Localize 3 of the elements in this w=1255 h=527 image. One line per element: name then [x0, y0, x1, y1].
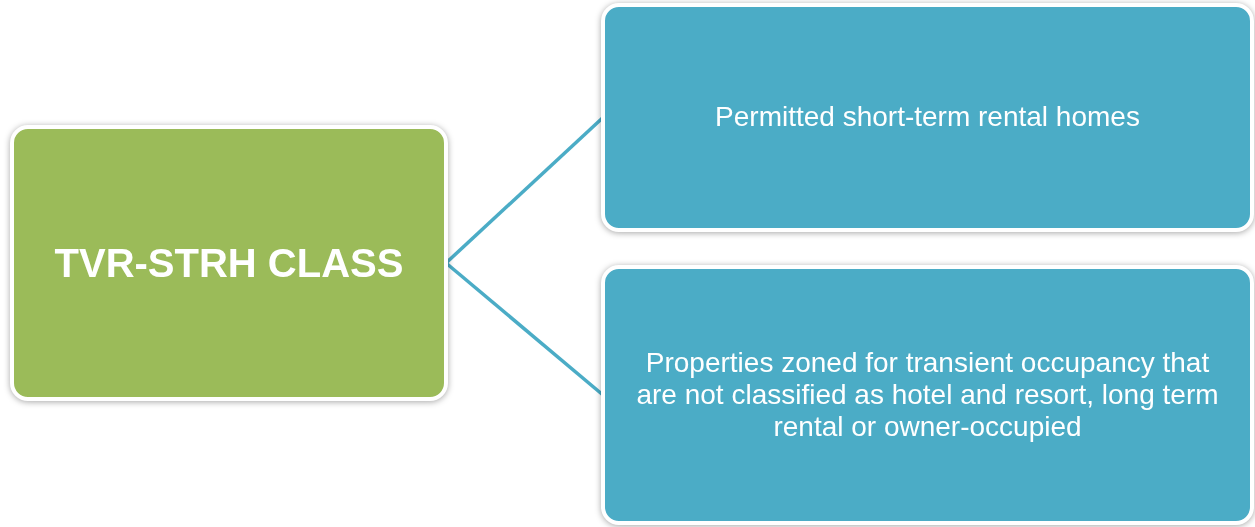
- box-text: TVR-STRH CLASS: [54, 240, 404, 287]
- box-text: Properties zoned for transient occupancy that are not classified as hotel and resort, long term rental or owner-occupied: [635, 346, 1220, 444]
- box-text: Permitted short-term rental homes: [715, 101, 1140, 134]
